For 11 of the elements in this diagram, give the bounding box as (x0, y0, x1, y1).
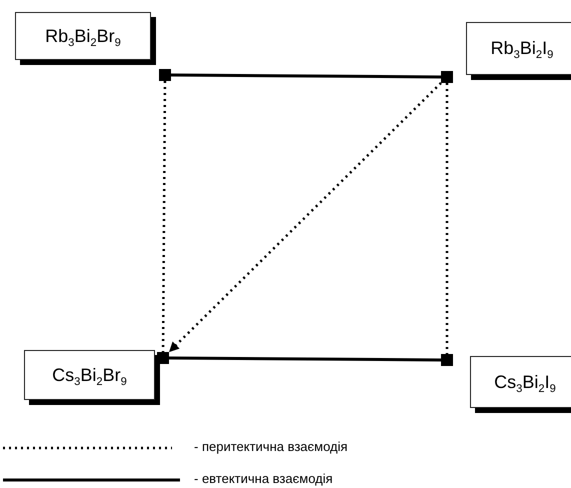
corner-point (441, 354, 453, 366)
legend-text: - перитектична взаємодія (194, 439, 348, 454)
connector-line (170, 74, 442, 78)
corner-point (159, 69, 171, 81)
legend-text: - евтектична взаємодія (194, 471, 333, 486)
arrow (168, 82, 442, 353)
connector-line (446, 83, 448, 354)
corner-point (157, 352, 169, 364)
corner-point (441, 71, 453, 83)
connector-line (168, 356, 442, 362)
connector-line (162, 80, 166, 352)
